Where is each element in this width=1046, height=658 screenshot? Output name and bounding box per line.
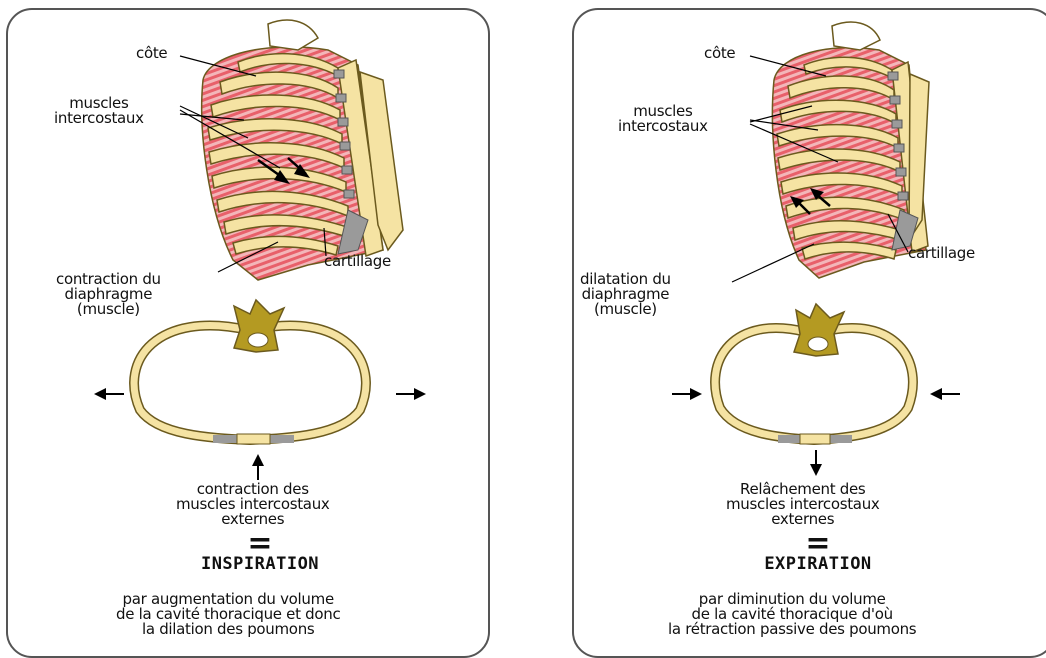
muscle-action-text: contraction des muscles intercostaux ext… [176,482,329,527]
intercostal-muscles-label: muscles intercostaux [618,104,708,134]
intercostal-muscles-label: muscles intercostaux [54,96,144,126]
process-title: EXPIRATION [738,554,898,574]
result-description: par augmentation du volume de la cavité … [116,592,340,637]
thorax-cross-section [715,304,913,444]
equals-sign: = [230,534,290,554]
thorax-cross-section [134,300,366,444]
intercostal-muscles-text: muscles intercostaux [54,96,144,126]
intercostal-muscles-text: muscles intercostaux [618,104,708,134]
result-text: par diminution du volume de la cavité th… [668,592,916,637]
diaphragm-text: dilatation du diaphragme (muscle) [580,272,671,317]
rib-label: côte [704,46,735,61]
rib-cage [202,20,403,280]
muscle-action-text: Relâchement des muscles intercostaux ext… [726,482,879,527]
result-text: par augmentation du volume de la cavité … [116,592,340,637]
rib-label: côte [136,46,167,61]
ribs [777,57,906,259]
muscle-action-label: Relâchement des muscles intercostaux ext… [726,482,879,527]
expiration-panel: côte muscles intercostaux cartillage dil… [572,8,1046,658]
diaphragm-label: contraction du diaphragme (muscle) [56,272,161,317]
cartilage-label: cartillage [908,246,975,261]
cartilage-label: cartillage [324,254,391,269]
process-title: INSPIRATION [180,554,340,574]
rib-cage [772,22,929,278]
diaphragm-label: dilatation du diaphragme (muscle) [580,272,671,317]
muscle-action-label: contraction des muscles intercostaux ext… [176,482,329,527]
equals-sign: = [788,534,848,554]
diaphragm-text: contraction du diaphragme (muscle) [56,272,161,317]
ribs [208,54,350,255]
inspiration-panel: côte muscles intercostaux cartillage con… [6,8,490,658]
result-description: par diminution du volume de la cavité th… [668,592,916,637]
